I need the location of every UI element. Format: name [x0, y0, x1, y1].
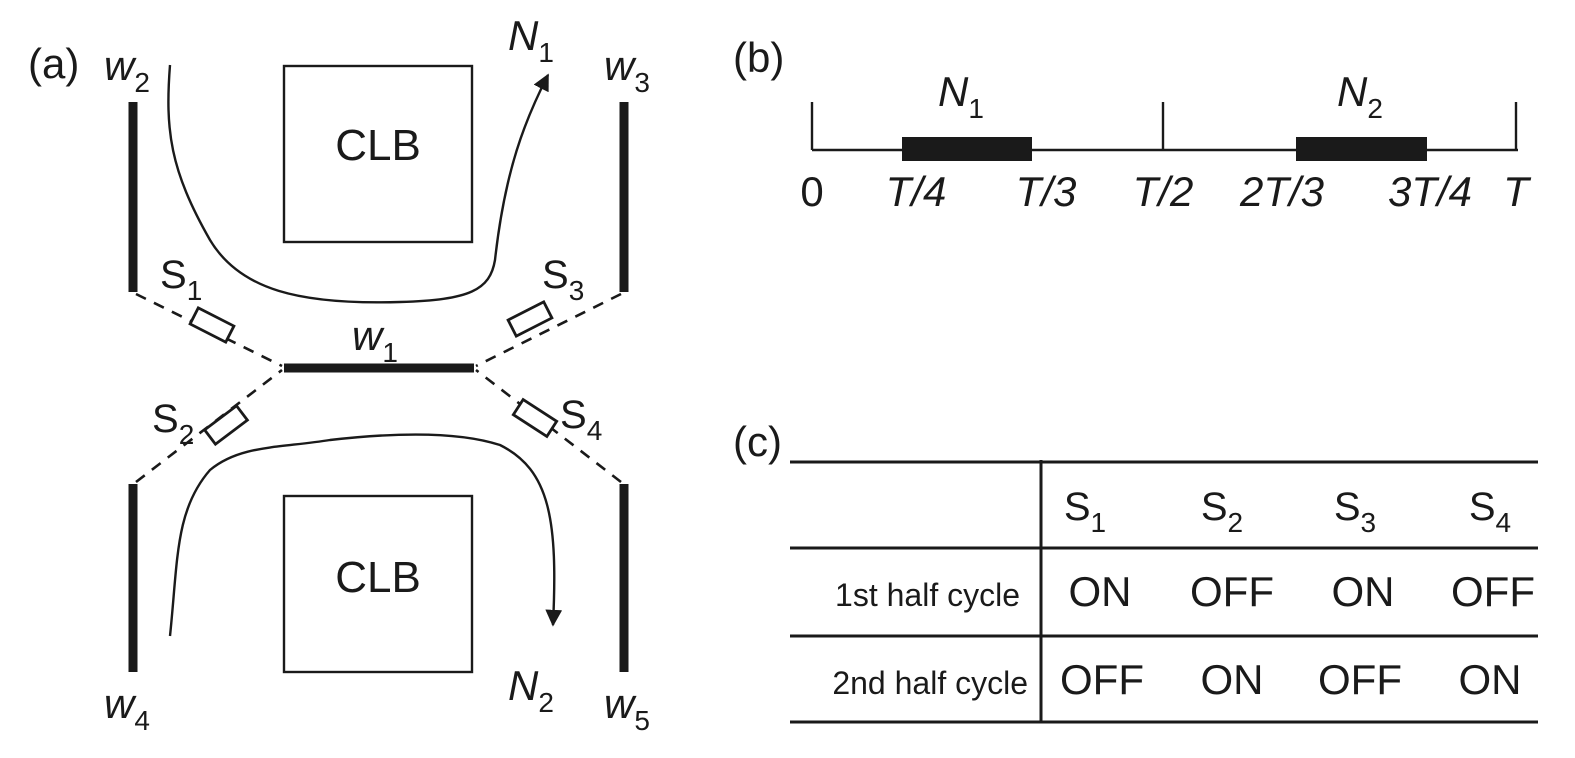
- cell-value: OFF: [1451, 568, 1535, 615]
- tick-label-t4: T/4: [886, 168, 947, 215]
- panel-a-label: (a): [28, 40, 79, 87]
- interval-n2-bar: [1296, 137, 1427, 161]
- net-n2-route: [168, 433, 563, 637]
- switch-s1-label: S1: [160, 253, 202, 306]
- switch-s2-label: S2: [152, 397, 194, 450]
- net-n1-route: [167, 64, 550, 304]
- cell-value: ON: [1332, 568, 1395, 615]
- tick-label-t3: T/3: [1016, 168, 1077, 215]
- column-header-s2: S2: [1201, 485, 1243, 538]
- clb-top-label: CLB: [335, 121, 421, 170]
- switch-s4: [511, 397, 559, 439]
- column-header-s1: S1: [1064, 485, 1106, 538]
- switch-s3-connection: [475, 292, 622, 368]
- switch-s4-connection: [475, 368, 622, 484]
- table-row: 2nd half cycle OFF ON OFF ON: [832, 656, 1521, 703]
- panel-c: (c) S1 S2 S3 S4 1st half cycle ON OFF ON…: [733, 418, 1538, 724]
- cell-value: ON: [1459, 656, 1522, 703]
- net-n1-label: N1: [508, 12, 554, 68]
- switch-s2-connection: [135, 368, 283, 484]
- column-header-s3: S3: [1334, 485, 1376, 538]
- cell-value: OFF: [1060, 656, 1144, 703]
- cell-value: ON: [1201, 656, 1264, 703]
- column-header-s4: S4: [1469, 485, 1511, 538]
- cell-value: ON: [1069, 568, 1132, 615]
- switch-s1: [188, 306, 236, 344]
- switch-s4-label: S4: [560, 393, 602, 446]
- clb-bottom-label: CLB: [335, 553, 421, 602]
- cell-value: OFF: [1318, 656, 1402, 703]
- panel-c-label: (c): [733, 418, 782, 465]
- row-label: 1st half cycle: [835, 577, 1020, 613]
- row-label: 2nd half cycle: [832, 665, 1028, 701]
- interval-n1-bar: [902, 137, 1032, 161]
- panel-b-label: (b): [733, 34, 784, 81]
- panel-a: (a) CLB CLB w2 w3 w4 w5 w1 S1 S2: [28, 12, 650, 736]
- cell-value: OFF: [1190, 568, 1274, 615]
- wire-w2-label: w2: [104, 42, 150, 98]
- tick-label-2t3: 2T/3: [1239, 168, 1324, 215]
- tick-label-3t4: 3T/4: [1388, 168, 1472, 215]
- panel-b: (b) N1 N2 0 T/4 T/3 T/2 2T/3 3T/4 T: [733, 34, 1532, 215]
- interval-n2-label: N2: [1337, 68, 1383, 124]
- wire-w3-label: w3: [604, 42, 650, 98]
- net-n2-label: N2: [508, 662, 554, 718]
- tick-label-t: T: [1503, 168, 1532, 215]
- interval-n1-label: N1: [938, 68, 984, 124]
- switch-s2: [202, 403, 250, 447]
- switch-s3: [506, 300, 554, 338]
- table-row: 1st half cycle ON OFF ON OFF: [835, 568, 1535, 615]
- clb-top-box: [282, 64, 474, 244]
- clb-bottom-box: [282, 494, 474, 674]
- wire-w1-label: w1: [352, 312, 398, 368]
- tick-label-t2: T/2: [1133, 168, 1194, 215]
- tick-label-0: 0: [800, 168, 823, 215]
- switch-s3-label: S3: [542, 253, 584, 306]
- wire-w4-label: w4: [104, 680, 150, 736]
- wire-w5-label: w5: [604, 680, 650, 736]
